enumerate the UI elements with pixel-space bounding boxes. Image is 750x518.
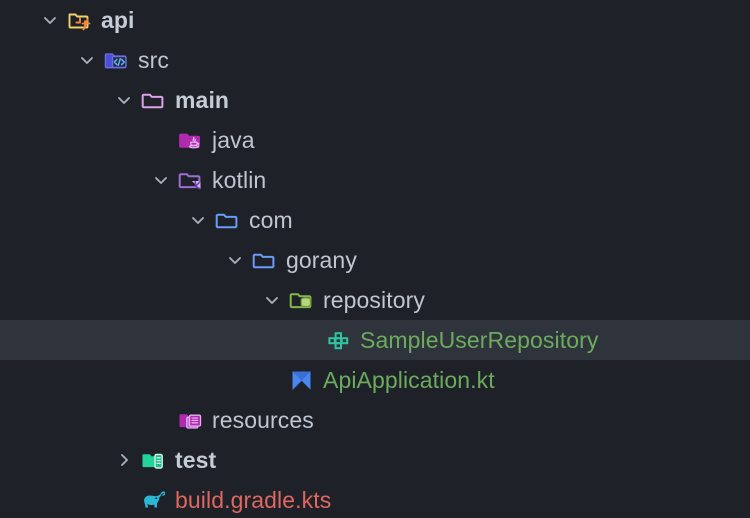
indent-spacer xyxy=(0,100,110,101)
expander-placeholder xyxy=(295,320,323,360)
indent-spacer xyxy=(0,260,221,261)
indent-spacer xyxy=(0,60,73,61)
tree-node-label: SampleUserRepository xyxy=(360,327,599,353)
repository-folder-icon xyxy=(286,280,316,320)
package-folder-icon xyxy=(212,200,242,240)
tree-row-api[interactable]: api xyxy=(0,0,750,40)
tree-row-gorany[interactable]: gorany xyxy=(0,240,750,280)
tree-row-sampleuserrepository[interactable]: SampleUserRepository xyxy=(0,320,750,360)
tree-row-build-gradle-kts[interactable]: build.gradle.kts xyxy=(0,480,750,518)
kotlin-source-folder-icon xyxy=(175,160,205,200)
chevron-down-icon[interactable] xyxy=(110,80,138,120)
chevron-down-icon[interactable] xyxy=(221,240,249,280)
tree-row-test[interactable]: test xyxy=(0,440,750,480)
tree-row-main[interactable]: main xyxy=(0,80,750,120)
chevron-right-icon[interactable] xyxy=(110,440,138,480)
indent-spacer xyxy=(0,500,110,501)
resources-folder-icon xyxy=(175,400,205,440)
indent-spacer xyxy=(0,220,184,221)
tree-row-resources[interactable]: resources xyxy=(0,400,750,440)
tree-node-label: test xyxy=(175,447,217,473)
tree-node-label: kotlin xyxy=(212,167,267,193)
source-root-folder-icon xyxy=(101,40,131,80)
expander-placeholder xyxy=(258,360,286,400)
tree-node-label: main xyxy=(175,87,230,113)
expander-placeholder xyxy=(110,480,138,518)
tree-row-repository[interactable]: repository xyxy=(0,280,750,320)
indent-spacer xyxy=(0,460,110,461)
tree-row-com[interactable]: com xyxy=(0,200,750,240)
expander-placeholder xyxy=(147,400,175,440)
package-folder-icon xyxy=(249,240,279,280)
tree-row-src[interactable]: src xyxy=(0,40,750,80)
chevron-down-icon[interactable] xyxy=(184,200,212,240)
folder-icon xyxy=(138,80,168,120)
tree-node-label: com xyxy=(249,207,293,233)
indent-spacer xyxy=(0,340,295,341)
chevron-down-icon[interactable] xyxy=(36,0,64,40)
tree-row-kotlin[interactable]: kotlin xyxy=(0,160,750,200)
tree-node-label: build.gradle.kts xyxy=(175,487,332,513)
expander-placeholder xyxy=(147,120,175,160)
tree-node-label: repository xyxy=(323,287,425,313)
kotlin-file-icon xyxy=(286,360,316,400)
indent-spacer xyxy=(0,380,258,381)
indent-spacer xyxy=(0,300,258,301)
tree-node-label: api xyxy=(101,7,135,33)
test-folder-icon xyxy=(138,440,168,480)
gradle-file-icon xyxy=(138,480,168,518)
chevron-down-icon[interactable] xyxy=(258,280,286,320)
indent-spacer xyxy=(0,180,147,181)
chevron-down-icon[interactable] xyxy=(147,160,175,200)
module-folder-icon xyxy=(64,0,94,40)
tree-row-apiapplication-kt[interactable]: ApiApplication.kt xyxy=(0,360,750,400)
java-source-folder-icon xyxy=(175,120,205,160)
indent-spacer xyxy=(0,420,147,421)
interface-icon xyxy=(323,320,353,360)
tree-node-label: gorany xyxy=(286,247,357,273)
tree-node-label: ApiApplication.kt xyxy=(323,367,495,393)
indent-spacer xyxy=(0,20,36,21)
tree-node-label: src xyxy=(138,47,169,73)
tree-node-label: java xyxy=(212,127,255,153)
tree-node-label: resources xyxy=(212,407,314,433)
indent-spacer xyxy=(0,140,147,141)
chevron-down-icon[interactable] xyxy=(73,40,101,80)
tree-row-java[interactable]: java xyxy=(0,120,750,160)
